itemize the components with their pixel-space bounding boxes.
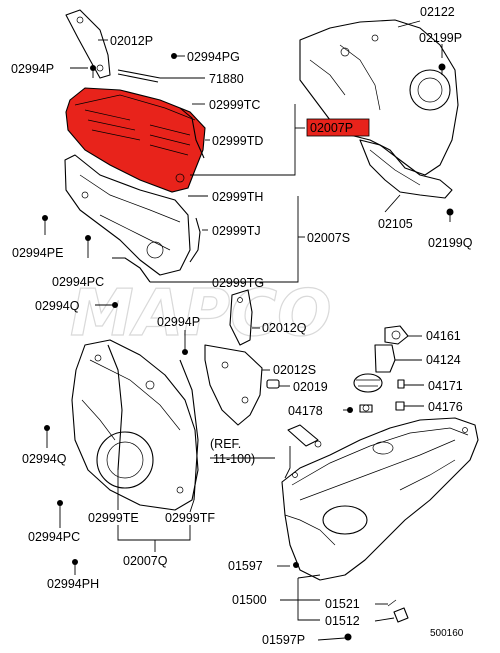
bolt-02994P-mid: [182, 330, 188, 355]
highlight-box-02007P: [306, 118, 370, 137]
label-04124: 04124: [426, 353, 461, 367]
seal-02999TC-part: [179, 107, 205, 159]
bolt-02994PC-mid: [85, 235, 91, 258]
label-02994P-top: 02994P: [11, 62, 54, 76]
gasket-71880-part: [117, 69, 161, 83]
middle-timing-cover-part: [64, 154, 191, 276]
lower-timing-cover-part: [71, 339, 199, 511]
bolt-02994PH: [72, 559, 78, 575]
label-ref-line1: (REF.: [210, 437, 241, 451]
bolt-02994Q-mid: [95, 302, 118, 308]
watermark-text: MAPCO: [70, 277, 332, 351]
label-02999TD: 02999TD: [212, 134, 263, 148]
part-labels: 02122 02012P 02994PG 02994P 02199P 71880…: [11, 5, 473, 647]
seal-02999TE-part: [107, 344, 123, 471]
label-02105: 02105: [378, 217, 413, 231]
oil-pan-part: [281, 417, 479, 581]
seal-02999TG-part: [112, 257, 151, 283]
label-04176: 04176: [428, 400, 463, 414]
label-01521: 01521: [325, 597, 360, 611]
label-02012P: 02012P: [110, 34, 153, 48]
label-02994Q-low: 02994Q: [22, 452, 67, 466]
label-02007S: 02007S: [307, 231, 350, 245]
washer-01521: [387, 599, 397, 607]
label-02994PC-low: 02994PC: [28, 530, 80, 544]
spacer-02019-part: [266, 379, 280, 389]
bracket-02012P-part: [65, 9, 111, 79]
label-02994PE: 02994PE: [12, 246, 63, 260]
label-01597P: 01597P: [262, 633, 305, 647]
bolt-02994PC-low: [57, 500, 63, 528]
label-02994PG: 02994PG: [187, 50, 240, 64]
leader-lines: [70, 20, 443, 641]
label-02999TH: 02999TH: [212, 190, 263, 204]
bracket-02105-part: [359, 139, 453, 199]
seal-02999TF-part: [179, 359, 199, 501]
oil-strainer-part: [353, 325, 409, 413]
label-04171: 04171: [428, 379, 463, 393]
label-02012S: 02012S: [273, 363, 316, 377]
label-04178: 04178: [288, 404, 323, 418]
label-02199Q: 02199Q: [428, 236, 473, 250]
bolt-02994Q-low: [44, 425, 50, 448]
label-02999TF: 02999TF: [165, 511, 215, 525]
label-01500: 01500: [232, 593, 267, 607]
bracket-02012Q-part: [229, 289, 253, 346]
label-02999TC: 02999TC: [209, 98, 260, 112]
label-71880: 71880: [209, 72, 244, 86]
plug-01512: [393, 607, 409, 623]
label-02012Q: 02012Q: [262, 321, 307, 335]
label-02994P-mid: 02994P: [157, 315, 200, 329]
label-02994PH: 02994PH: [47, 577, 99, 591]
label-02199P: 02199P: [419, 31, 462, 45]
label-02122: 02122: [420, 5, 455, 19]
label-02999TG: 02999TG: [212, 276, 264, 290]
label-01597-top: 01597: [228, 559, 263, 573]
bolt-01597-top: [293, 562, 299, 568]
label-02019: 02019: [293, 380, 328, 394]
label-02007Q: 02007Q: [123, 554, 168, 568]
bolt-02994P-top: [90, 65, 96, 78]
label-02007P: 02007P: [310, 121, 353, 135]
upper-cover-red-fill: [65, 87, 206, 193]
label-04161: 04161: [426, 329, 461, 343]
label-01512: 01512: [325, 614, 360, 628]
label-02999TE: 02999TE: [88, 511, 139, 525]
label-02994Q-mid: 02994Q: [35, 299, 80, 313]
label-02994PC-mid: 02994PC: [52, 275, 104, 289]
bolt-02199Q: [446, 208, 454, 222]
upper-timing-cover-highlighted: [65, 87, 206, 193]
bolt-02199P: [438, 63, 446, 75]
seal-02999TJ-part: [189, 217, 201, 263]
bolt-01597P: [344, 633, 352, 641]
ref-11-100-part: [287, 424, 319, 447]
bracket-02012S-part: [204, 344, 263, 426]
label-02999TJ: 02999TJ: [212, 224, 261, 238]
diagram-number: 500160: [430, 628, 464, 639]
bolt-02994PG: [171, 53, 177, 59]
bolt-02994PE: [42, 215, 48, 235]
label-ref-line2: 11-100): [213, 452, 255, 466]
